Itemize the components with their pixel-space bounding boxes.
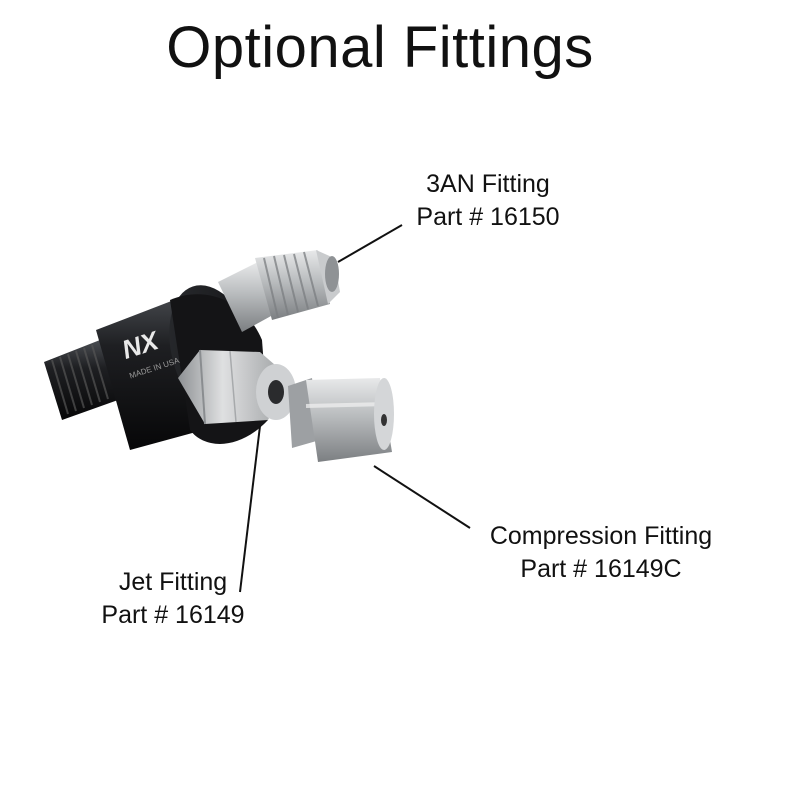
leader-lines	[239, 224, 471, 593]
compression-fitting-label: Compression Fitting Part # 16149C	[462, 520, 740, 586]
threaded-stub	[44, 340, 118, 420]
jet-fitting-label: Jet Fitting Part # 16149	[78, 566, 268, 632]
3an-fitting-label: 3AN Fitting Part # 16150	[398, 168, 578, 234]
jet-fitting-name: Jet Fitting	[118, 568, 228, 596]
3an-leader-line	[337, 224, 403, 263]
compression-fitting-part: Part # 16149C	[520, 555, 682, 583]
jet-fitting	[178, 349, 296, 425]
compression-fitting-name: Compression Fitting	[489, 522, 713, 550]
jet-leader-line	[239, 425, 261, 593]
3an-fitting	[218, 250, 340, 332]
compression-fitting	[288, 378, 394, 462]
jet-fitting-part: Part # 16149	[101, 601, 245, 629]
3an-fitting-name: 3AN Fitting	[426, 170, 550, 198]
page-title: Optional Fittings	[166, 15, 594, 80]
3an-fitting-part: Part # 16150	[416, 203, 560, 231]
compression-leader-line	[373, 465, 471, 529]
